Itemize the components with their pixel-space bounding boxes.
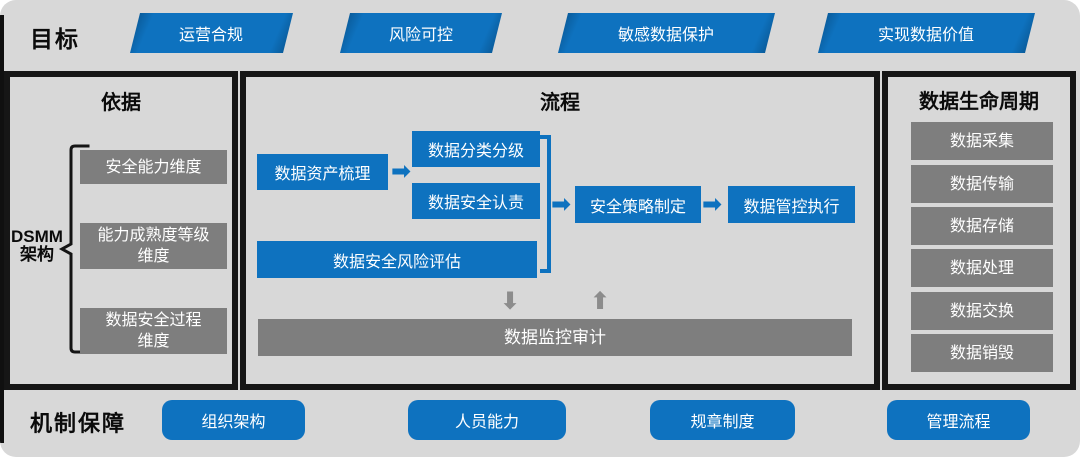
arrow-right-icon: ➡	[551, 191, 572, 218]
lifecycle-item-exchange: 数据交换	[911, 292, 1053, 330]
process-node-data-asset-sorting: 数据资产梳理	[257, 154, 388, 190]
goal-item-operational-compliance: 运营合规	[130, 13, 293, 53]
arrow-right-icon: ➡	[391, 158, 412, 185]
lifecycle-item-storage: 数据存储	[911, 207, 1053, 245]
lifecycle-item-transmission: 数据传输	[911, 165, 1053, 203]
lifecycle-item-collection: 数据采集	[911, 122, 1053, 160]
process-node-control-execution: 数据管控执行	[728, 186, 855, 223]
basis-item-security-capability: 安全能力维度	[80, 150, 227, 184]
process-title: 流程	[540, 92, 580, 114]
basis-item-maturity-level: 能力成熟度等级 维度	[80, 223, 227, 269]
lifecycle-title: 数据生命周期	[919, 91, 1039, 113]
mechanism-item-personnel: 人员能力	[408, 400, 566, 440]
process-group-bracket	[540, 135, 551, 273]
basis-item-security-process: 数据安全过程 维度	[80, 308, 227, 354]
mechanism-item-management-process: 管理流程	[887, 400, 1030, 440]
arrow-down-icon: ⬇	[500, 288, 521, 315]
mechanism-item-organization: 组织架构	[162, 400, 305, 440]
process-node-monitor-audit: 数据监控审计	[258, 319, 852, 356]
mechanism-label: 机制保障	[30, 411, 127, 436]
process-node-policy-making: 安全策略制定	[575, 186, 701, 223]
mechanism-item-regulations: 规章制度	[650, 400, 795, 440]
goal-item-label: 实现数据价值	[878, 27, 975, 44]
process-node-data-classification: 数据分类分级	[412, 131, 540, 167]
left-edge-strip	[0, 15, 4, 443]
goal-item-label: 敏感数据保护	[618, 27, 715, 44]
goals-label: 目标	[30, 26, 80, 52]
arrow-up-icon: ⬆	[590, 288, 611, 315]
goal-item-data-value: 实现数据价值	[818, 13, 1035, 53]
basis-title: 依据	[101, 92, 141, 114]
dsmm-side-label: DSMM 架构	[11, 227, 63, 264]
goal-item-label: 运营合规	[179, 27, 244, 44]
goal-item-risk-control: 风险可控	[340, 13, 502, 53]
lifecycle-item-destruction: 数据销毁	[911, 334, 1053, 372]
arrow-right-icon: ➡	[702, 191, 723, 218]
lifecycle-item-processing: 数据处理	[911, 249, 1053, 287]
goal-item-label: 风险可控	[388, 27, 453, 44]
goal-item-sensitive-data-protection: 敏感数据保护	[558, 13, 775, 53]
dsmm-brace	[58, 144, 90, 354]
process-node-risk-assessment: 数据安全风险评估	[257, 241, 537, 278]
process-node-data-responsibility: 数据安全认责	[412, 183, 540, 219]
